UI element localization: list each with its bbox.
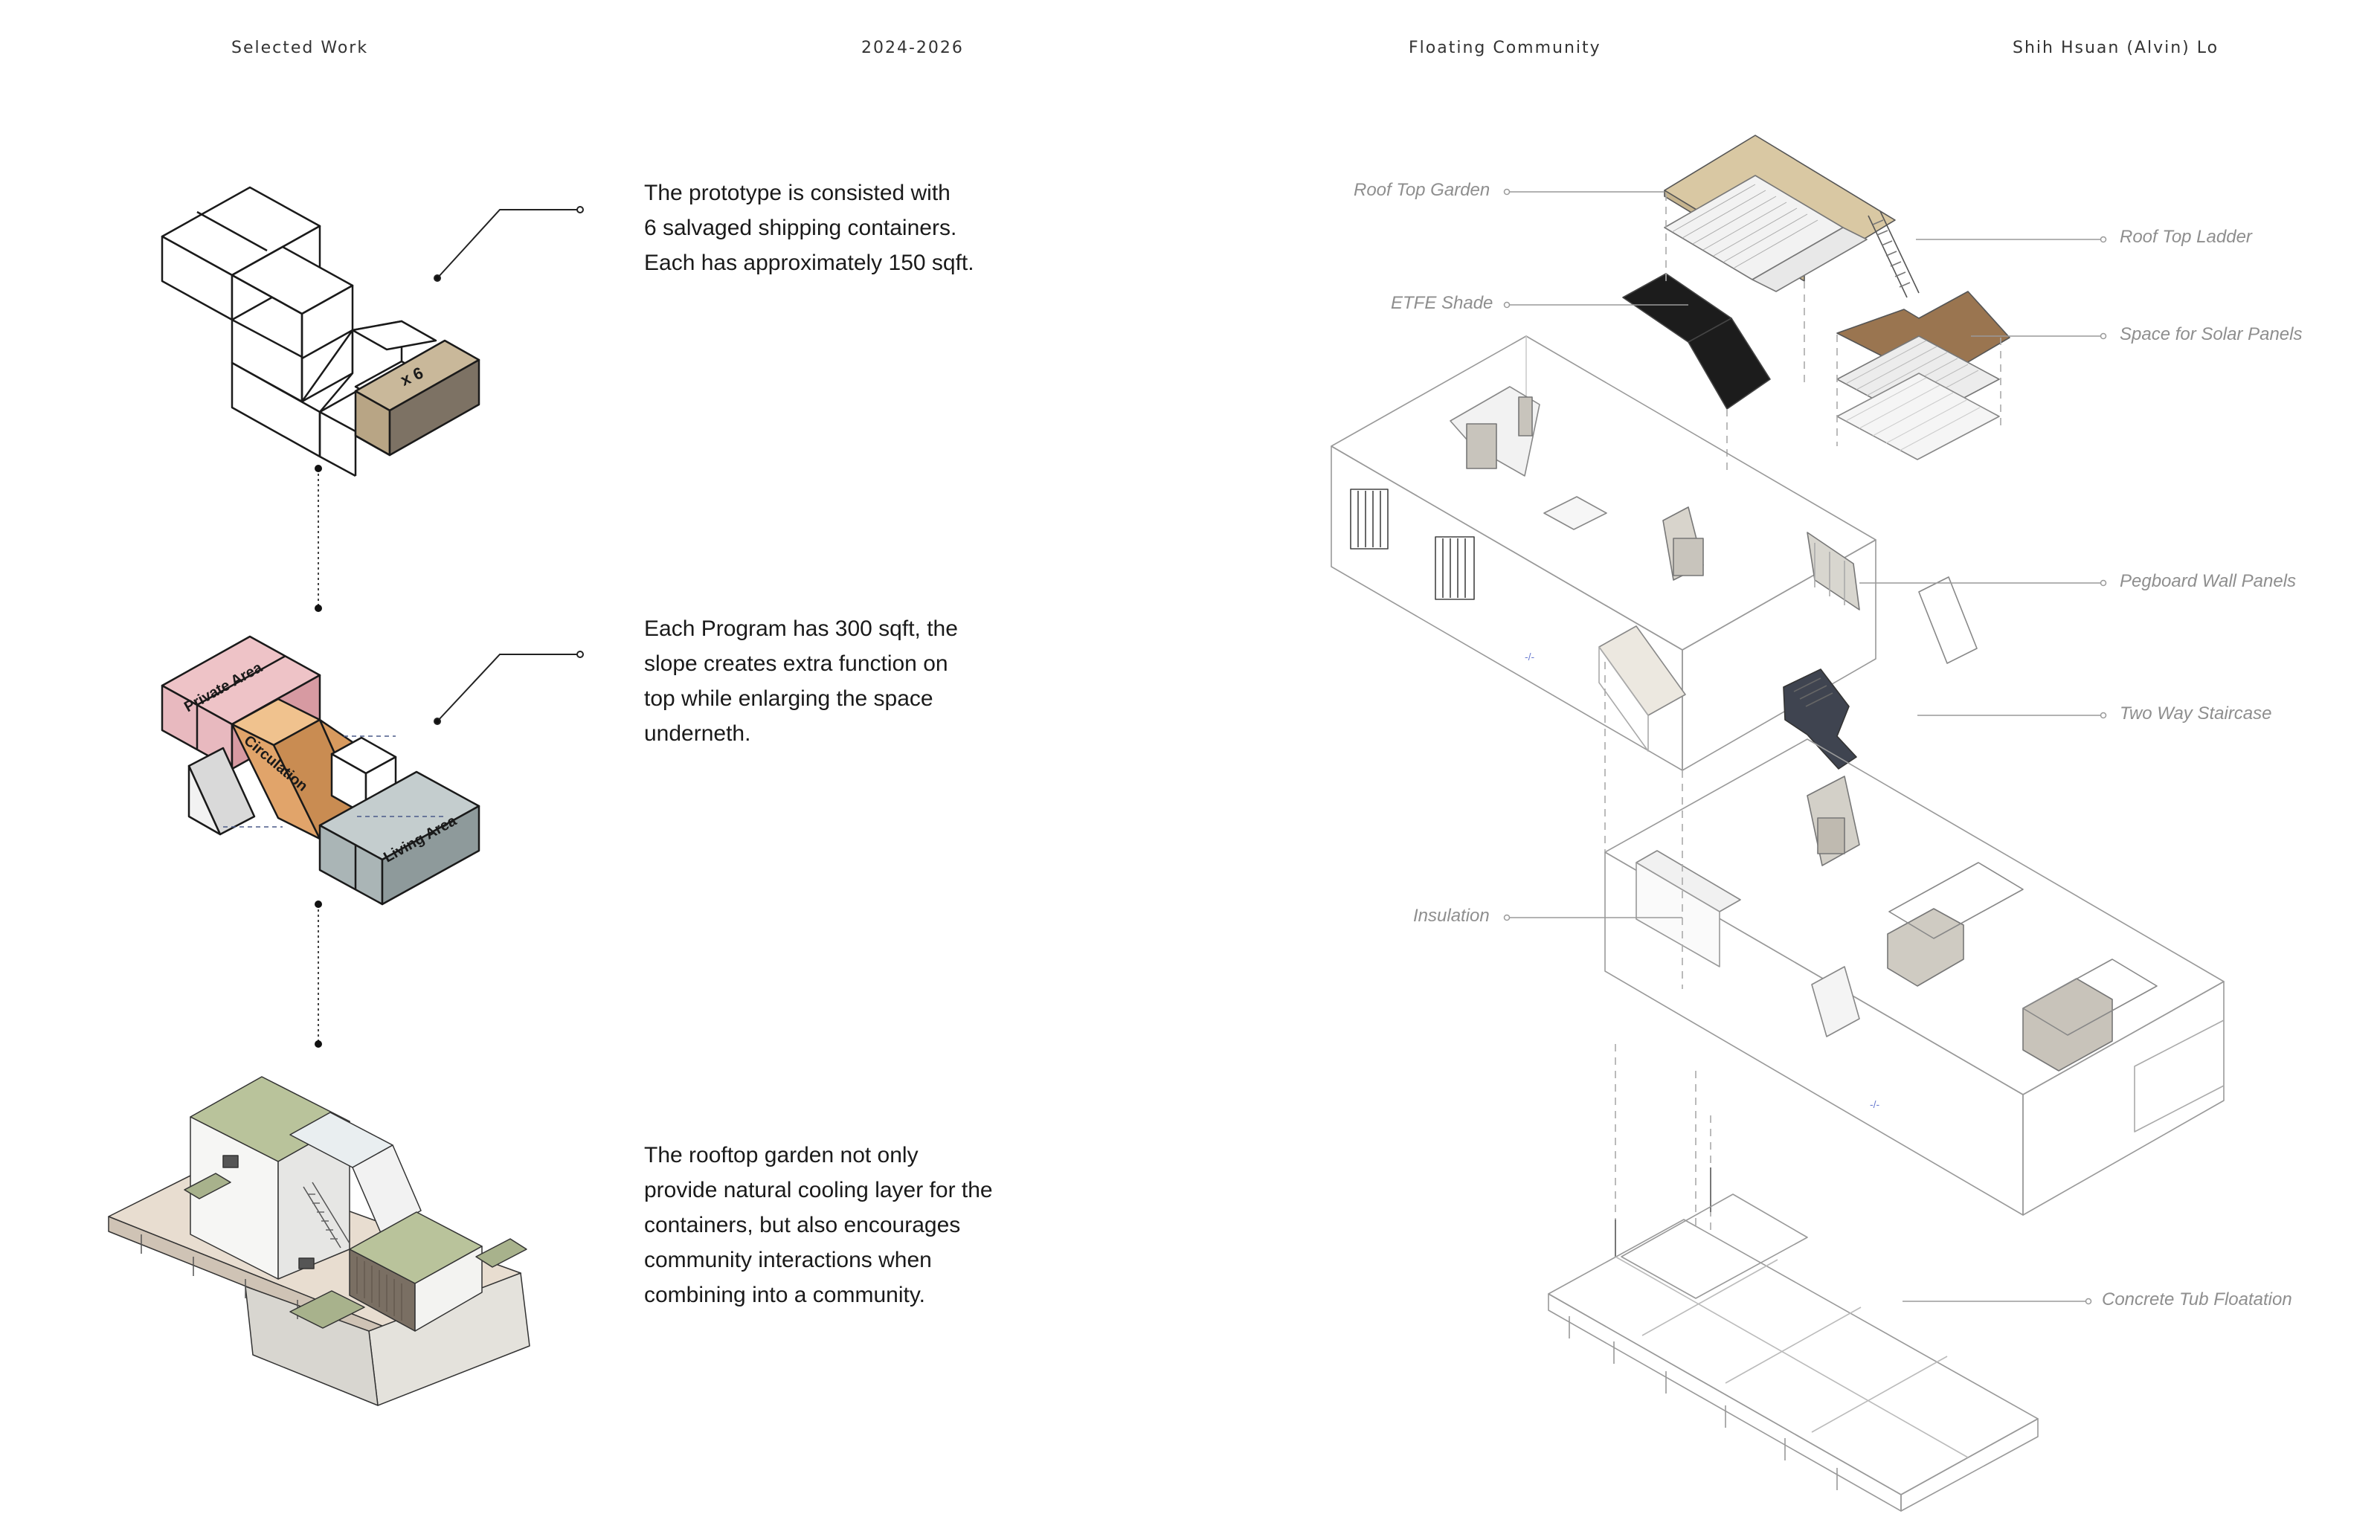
step3-line: combining into a community. — [644, 1283, 925, 1307]
exploded-axonometric: -/- — [1331, 135, 2225, 1512]
lower-container-module: -/- — [1604, 738, 2225, 1216]
two-way-staircase — [1783, 668, 1857, 770]
step1-description: The prototype is consisted with 6 salvag… — [644, 175, 974, 280]
label-insulation: Insulation — [1413, 906, 1490, 926]
step2-line: Each Program has 300 sqft, the — [644, 616, 958, 641]
svg-text:-/-: -/- — [1525, 651, 1535, 663]
step3-description: The rooftop garden not only provide natu… — [644, 1138, 993, 1312]
label-concrete-tub-floatation: Concrete Tub Floatation — [2102, 1289, 2292, 1309]
step1-line: 6 salvaged shipping containers. — [644, 216, 957, 240]
step3-line: The rooftop garden not only — [644, 1143, 919, 1167]
step2-description: Each Program has 300 sqft, the slope cre… — [644, 611, 958, 751]
step2-program-diagram: Private Area Circulation Living Area — [161, 635, 480, 906]
step2-line: top while enlarging the space — [644, 686, 933, 711]
header-project-title: Floating Community — [1409, 39, 1601, 57]
step3-line: containers, but also encourages — [644, 1213, 961, 1237]
axon-leader-lines — [1503, 188, 2107, 1305]
label-roof-top-garden: Roof Top Garden — [1354, 180, 1490, 200]
roof-top-ladder — [1868, 210, 1920, 298]
header-years: 2024-2026 — [861, 39, 964, 57]
step-connector-1 — [315, 465, 322, 612]
pegboard-wall-panel — [1918, 576, 1978, 664]
step2-line: underneth. — [644, 721, 751, 746]
label-solar-panels: Space for Solar Panels — [2120, 324, 2303, 344]
label-etfe-shade: ETFE Shade — [1391, 293, 1493, 313]
step1-line: The prototype is consisted with — [644, 181, 951, 205]
label-pegboard-wall-panels: Pegboard Wall Panels — [2120, 571, 2297, 591]
step1-line: Each has approximately 150 sqft. — [644, 251, 974, 275]
step1-leader — [434, 206, 584, 282]
step2-line: slope creates extra function on — [644, 651, 948, 676]
label-two-way-staircase: Two Way Staircase — [2120, 703, 2272, 724]
lower-guides — [1604, 662, 1711, 1309]
step2-leader — [434, 651, 584, 725]
concrete-tub-floatation — [1548, 1193, 2039, 1512]
etfe-shade — [1622, 273, 1771, 410]
svg-text:-/-: -/- — [1870, 1098, 1880, 1110]
step-connector-2 — [315, 901, 322, 1048]
upper-guides — [1665, 193, 2001, 476]
header-author: Shih Hsuan (Alvin) Lo — [2013, 39, 2219, 57]
label-roof-top-ladder: Roof Top Ladder — [2120, 227, 2252, 247]
step3-line: provide natural cooling layer for the — [644, 1178, 993, 1202]
solar-panel-roof — [1836, 291, 2010, 460]
header-selected-work: Selected Work — [231, 39, 369, 57]
step1-container-diagram: x 6 — [161, 186, 480, 477]
step3-line: community interactions when — [644, 1248, 932, 1272]
upper-container-module: -/- — [1331, 335, 1876, 771]
step3-module-rendering — [108, 1076, 530, 1406]
roof-top-garden-slab — [1664, 135, 1896, 292]
